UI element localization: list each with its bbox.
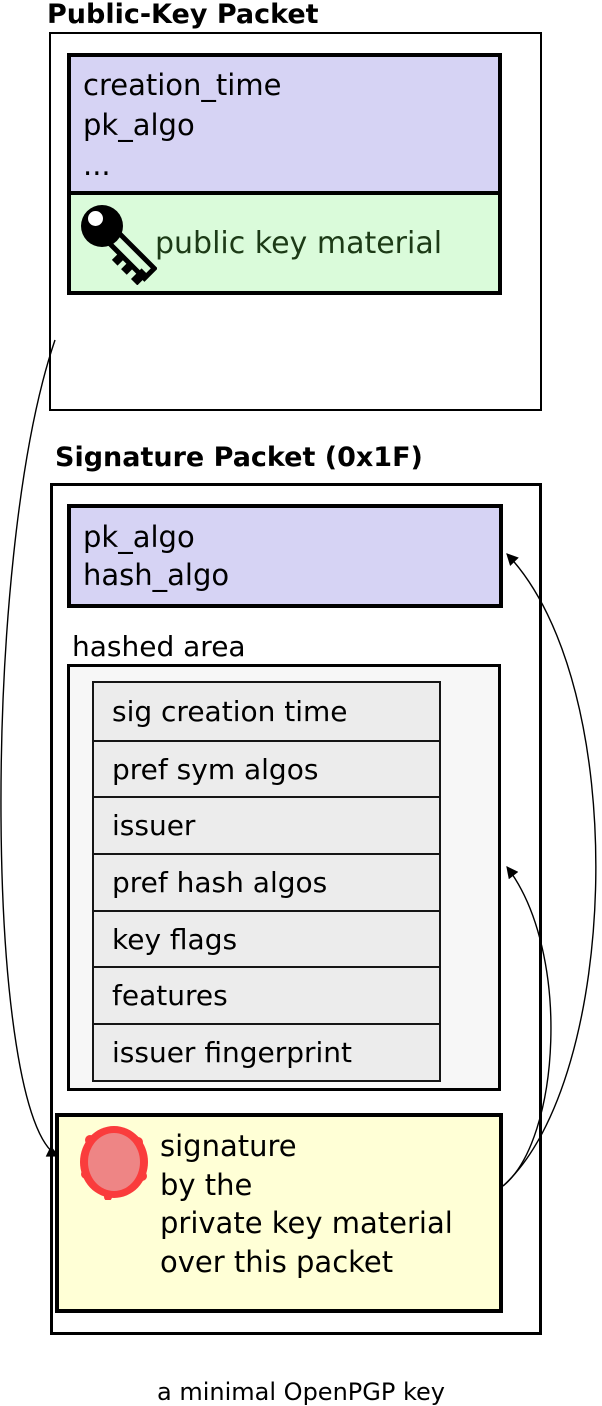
signature-line: private key material — [160, 1206, 453, 1240]
subpacket-issuer: issuer — [94, 796, 439, 853]
signature-value-box: signature by the private key material ov… — [55, 1113, 503, 1313]
subpacket-features: features — [94, 966, 439, 1023]
field-pk-algo: pk_algo — [83, 520, 195, 554]
field-pk-algo: pk_algo — [83, 108, 195, 142]
subpacket-pref-hash-algos: pref hash algos — [94, 853, 439, 910]
subpacket-sig-creation-time: sig creation time — [112, 694, 348, 728]
hashed-area-label: hashed area — [72, 630, 246, 663]
signature-packet-title: Signature Packet (0x1F) — [55, 442, 423, 473]
field-creation-time: creation_time — [83, 68, 282, 102]
public-key-packet-title: Public-Key Packet — [47, 0, 319, 30]
public-key-material-box: public key material — [71, 195, 498, 291]
field-ellipsis: ... — [83, 148, 111, 182]
field-hash-algo: hash_algo — [83, 558, 230, 592]
key-icon — [77, 203, 158, 286]
subpacket-issuer-fingerprint: issuer fingerprint — [94, 1023, 439, 1080]
subpacket-key-flags: key flags — [94, 909, 439, 967]
subpacket-pref-sym-algos: pref sym algos — [94, 739, 439, 797]
signature-line: signature — [160, 1129, 297, 1163]
public-key-material-label: public key material — [155, 225, 443, 261]
public-key-contents-box: creation_time pk_algo ... — [67, 53, 502, 295]
signature-algo-fields-box: pk_algo hash_algo — [67, 504, 503, 608]
caption: a minimal OpenPGP key — [157, 1378, 445, 1406]
public-key-fields-box: creation_time pk_algo ... — [71, 57, 498, 195]
signature-text: signature by the private key material ov… — [160, 1127, 453, 1281]
signature-line: over this packet — [160, 1244, 394, 1279]
hashed-area-box: sig creation time pref sym algos issuer … — [67, 664, 501, 1091]
signature-line: by the — [160, 1167, 253, 1202]
public-key-packet-box: creation_time pk_algo ... — [49, 32, 542, 411]
subpacket-list: sig creation time pref sym algos issuer … — [92, 681, 441, 1082]
seal-icon — [78, 1124, 150, 1201]
